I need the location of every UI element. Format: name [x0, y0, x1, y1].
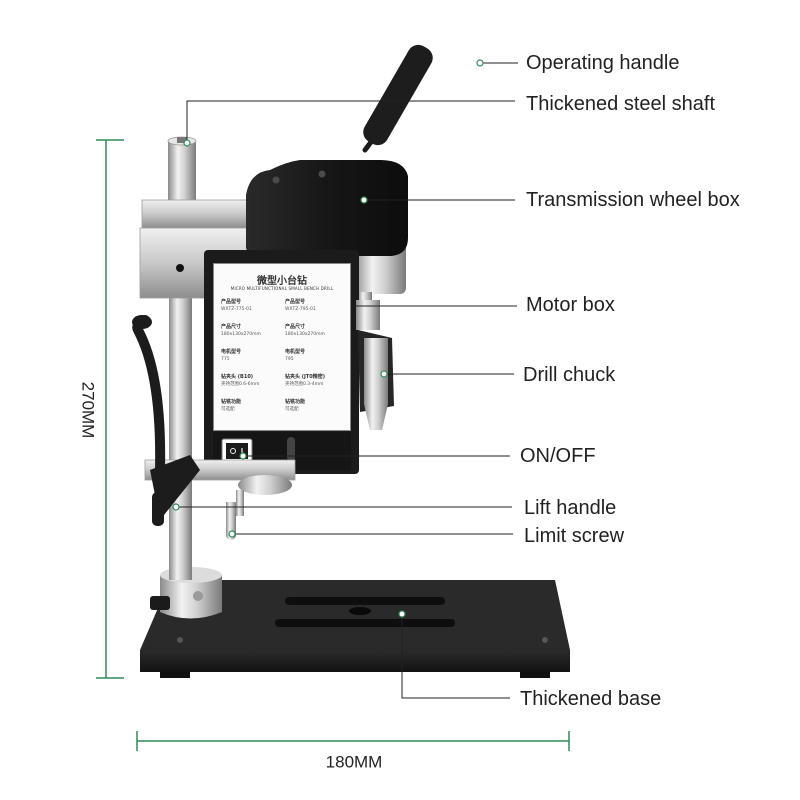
label-drill-chuck: Drill chuck — [523, 364, 616, 386]
plate-cell-value: 775 — [221, 357, 230, 362]
plate-cell-value: 795 — [285, 357, 294, 362]
plate-cell-value: 夹持范围0.6-6mm — [221, 382, 260, 387]
height-dimension-label: 270MM — [78, 381, 98, 439]
plate-cell: 钻铣功能 可选配 — [221, 399, 285, 413]
leader-lines — [176, 62, 518, 699]
plate-cell-value: 夹持范围0.3-4mm — [285, 382, 324, 387]
transmission-wheel-box — [246, 160, 408, 256]
plate-cell-value: WXTZ-795-01 — [285, 307, 316, 312]
plate-cell-value: WXTZ-775-01 — [221, 307, 252, 312]
thickened-base — [140, 580, 570, 678]
width-dimension-label: 180MM — [325, 752, 383, 772]
plate-cell-key: 产品型号 — [221, 299, 242, 305]
operating-handle — [362, 44, 433, 153]
lift-handle — [132, 315, 200, 526]
plate-cell: 产品型号 WXTZ-795-01 — [285, 299, 349, 313]
plate-cell-value: 可选配 — [221, 407, 235, 412]
plate-cell: 钻铣功能 可选配 — [285, 399, 349, 413]
width-dimension — [136, 731, 570, 751]
plate-cell: 产品型号 WXTZ-775-01 — [221, 299, 285, 313]
plate-cell-key: 钻铣功能 — [221, 399, 242, 405]
plate-cell-key: 电机型号 — [221, 349, 242, 355]
plate-cell-value: 可选配 — [285, 407, 299, 412]
drill-chuck — [356, 300, 394, 430]
plate-cell: 钻夹头 (JT0精密) 夹持范围0.3-4mm — [285, 374, 349, 388]
plate-cell-value: 180x130x270mm — [285, 332, 325, 337]
label-thickened-base: Thickened base — [520, 688, 662, 710]
plate-cell-key: 产品型号 — [285, 299, 306, 305]
plate-cell: 钻夹头 (B10) 夹持范围0.6-6mm — [221, 374, 285, 388]
label-steel-shaft: Thickened steel shaft — [526, 93, 715, 115]
spec-plate: 微型小台钻 MICRO MULTIFUNCTIONAL SMALL BENCH … — [213, 263, 351, 431]
label-motor-box: Motor box — [526, 294, 615, 316]
plate-cell-key: 电机型号 — [285, 349, 306, 355]
plate-cell-key: 产品尺寸 — [221, 324, 242, 330]
plate-cell-key: 钻夹头 (B10) — [221, 374, 254, 380]
height-dimension — [96, 139, 124, 679]
plate-cell: 产品尺寸 180x130x270mm — [285, 324, 349, 338]
plate-cell-value: 180x130x270mm — [221, 332, 261, 337]
label-limit-screw: Limit screw — [524, 525, 625, 547]
label-lift-handle: Lift handle — [524, 497, 617, 519]
plate-cell: 产品尺寸 180x130x270mm — [221, 324, 285, 338]
plate-cell: 电机型号 795 — [285, 349, 349, 363]
plate-subtitle: MICRO MULTIFUNCTIONAL SMALL BENCH DRILL — [230, 286, 334, 291]
label-wheel-box: Transmission wheel box — [526, 189, 740, 211]
plate-cell-key: 钻夹头 (JT0精密) — [285, 374, 326, 380]
label-operating-handle: Operating handle — [526, 52, 680, 74]
label-on-off: ON/OFF — [520, 445, 596, 467]
plate-title: 微型小台钻 — [257, 276, 307, 287]
plate-cell: 电机型号 775 — [221, 349, 285, 363]
plate-cell-key: 钻铣功能 — [285, 399, 306, 405]
plate-cell-key: 产品尺寸 — [285, 324, 306, 330]
steel-shaft — [167, 136, 197, 210]
